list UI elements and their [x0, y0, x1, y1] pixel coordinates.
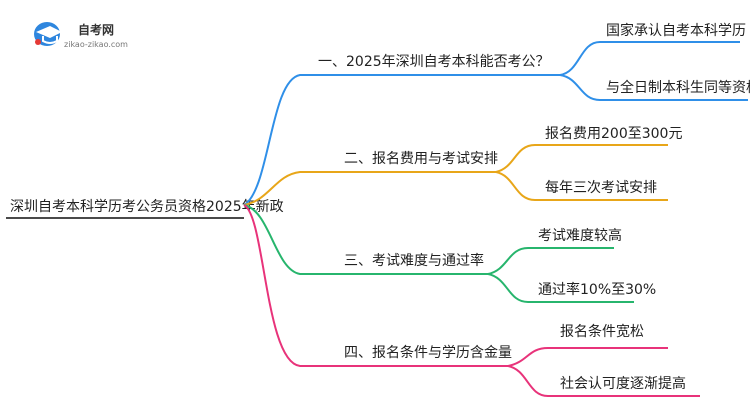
branch-2-leaf-1: 报名费用200至300元: [545, 126, 682, 142]
logo-cap-board: [36, 26, 62, 38]
root-topic: 深圳自考本科学历考公务员资格2025年新政: [10, 199, 284, 215]
branch-3-leaf-1: 考试难度较高: [538, 227, 622, 244]
branch-1-leaf-2: 与全日制本科生同等资格: [606, 79, 750, 96]
branch-3-leaf-2-connector: [487, 273, 634, 303]
branch-3-connector: [243, 204, 488, 275]
branch-1-connector: [243, 74, 560, 206]
branch-2-label: 二、报名费用与考试安排: [344, 151, 498, 167]
logo-red-dot: [35, 39, 41, 45]
branch-4-leaf-1: 报名条件宽松: [560, 323, 644, 340]
site-logo[interactable]: 自考网 zikao-zikao.com: [34, 22, 128, 49]
branch-4-leaf-2: 社会认可度逐渐提高: [560, 375, 686, 392]
branch-1-leaf-1-connector: [559, 41, 740, 76]
branch-2-leaf-1-connector: [495, 144, 668, 173]
logo-url: zikao-zikao.com: [64, 40, 128, 49]
branch-2-leaf-2-connector: [495, 171, 668, 201]
branch-3-label: 三、考试难度与通过率: [344, 252, 484, 269]
branch-3: 三、考试难度与通过率 考试难度较高 通过率10%至30%: [243, 204, 656, 303]
branch-1-label: 一、2025年深圳自考本科能否考公？: [318, 54, 550, 70]
logo-title: 自考网: [78, 22, 114, 37]
branch-2-connector: [243, 171, 496, 206]
branch-1-leaf-1: 国家承认自考本科学历: [606, 22, 746, 39]
branch-4-connector: [243, 204, 508, 367]
logo-cap-band: [42, 36, 58, 44]
branch-2: 二、报名费用与考试安排 报名费用200至300元 每年三次考试安排: [243, 126, 682, 206]
branch-3-leaf-2: 通过率10%至30%: [538, 281, 656, 298]
branch-4-label: 四、报名条件与学历含金量: [344, 344, 512, 361]
branch-1-leaf-2-connector: [559, 74, 748, 101]
branch-4: 四、报名条件与学历含金量 报名条件宽松 社会认可度逐渐提高: [243, 204, 700, 397]
branch-3-leaf-1-connector: [487, 247, 614, 275]
branch-4-leaf-1-connector: [507, 347, 668, 367]
branch-1: 一、2025年深圳自考本科能否考公？ 国家承认自考本科学历 与全日制本科生同等资…: [243, 22, 750, 206]
branch-2-leaf-2: 每年三次考试安排: [545, 180, 657, 196]
branch-4-leaf-2-connector: [507, 365, 700, 397]
